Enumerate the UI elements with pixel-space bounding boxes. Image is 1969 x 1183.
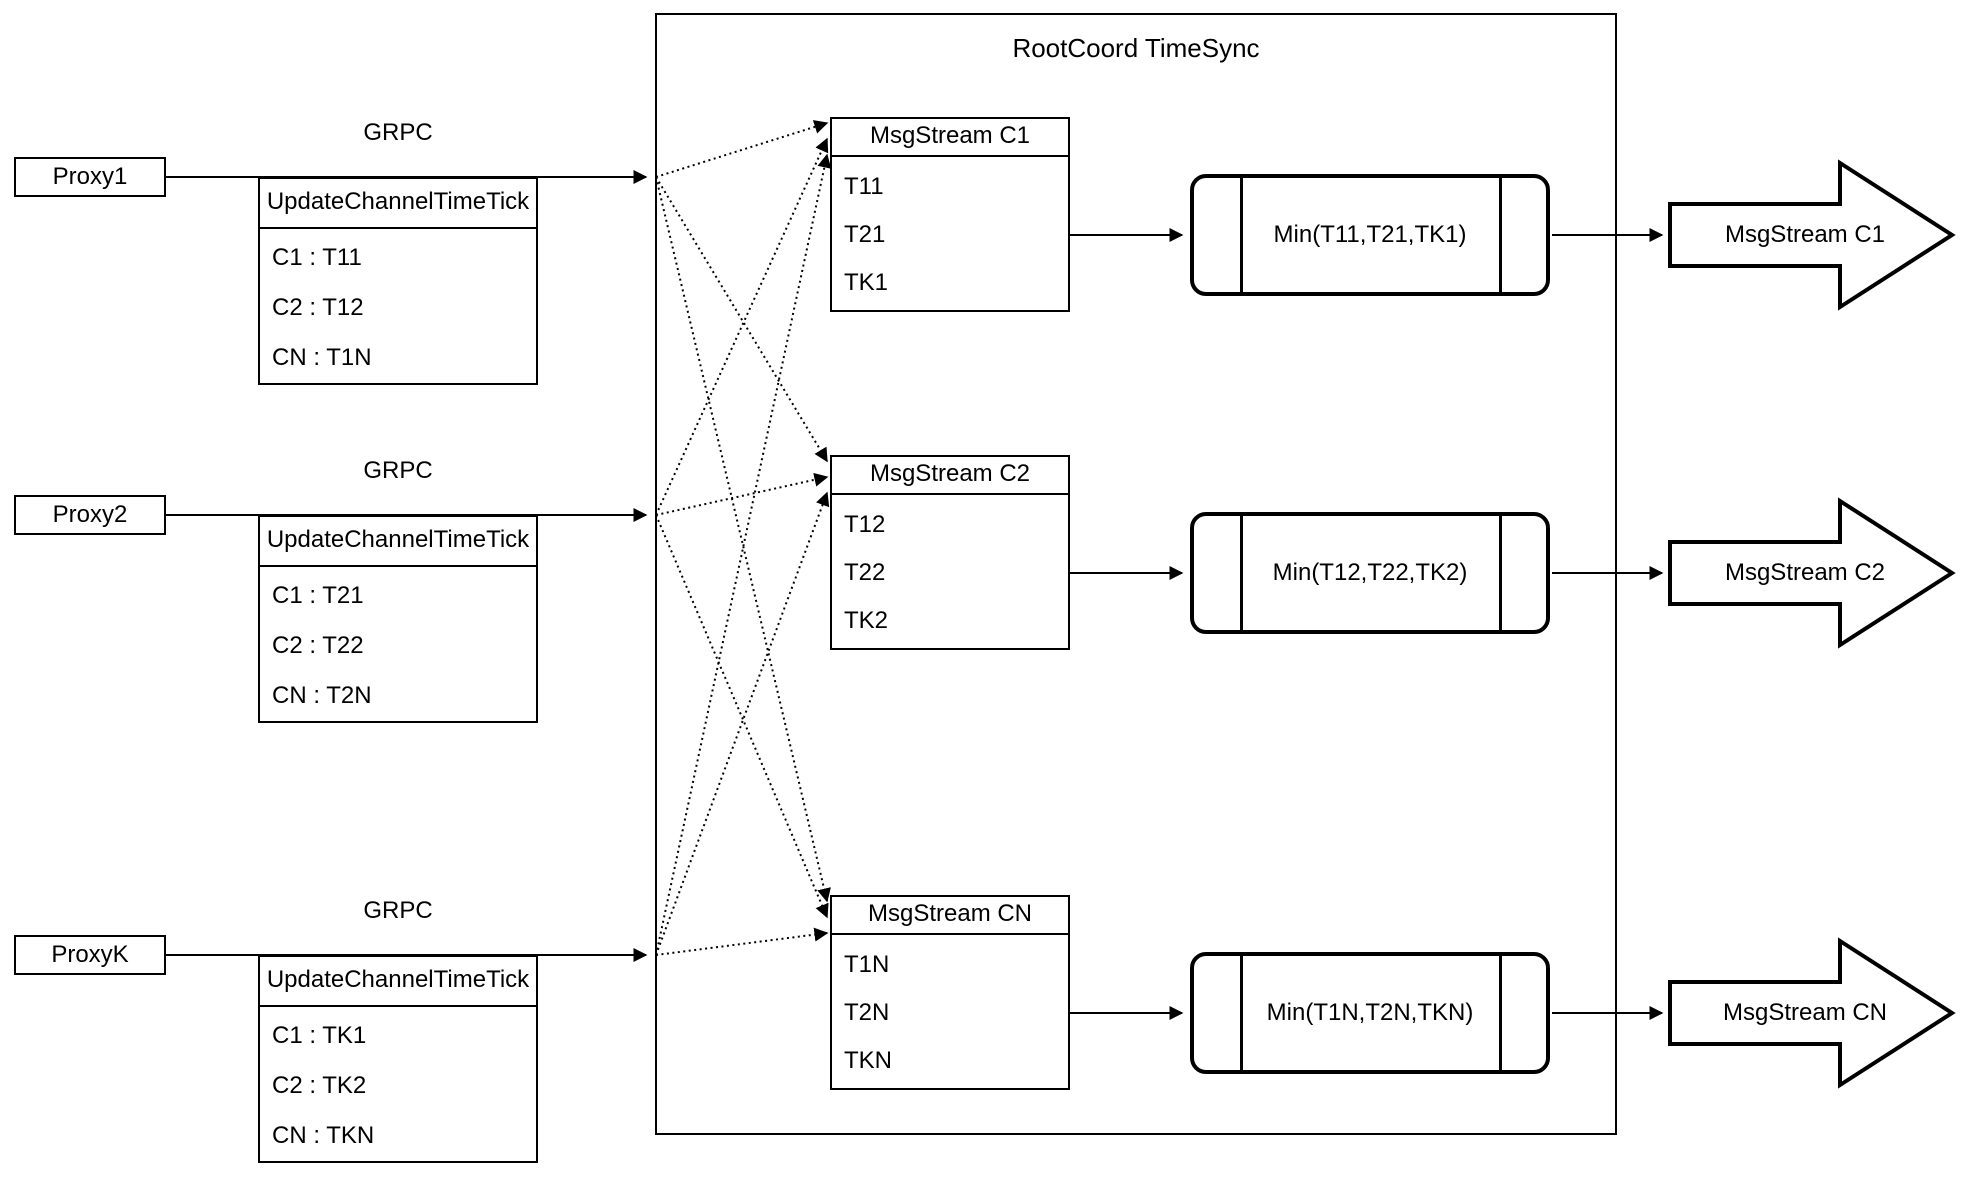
update-tick-table: UpdateChannelTimeTick C1 : T21 C2 : T22 … xyxy=(258,515,538,723)
table-header: UpdateChannelTimeTick xyxy=(260,517,536,567)
table-row: CN : TKN xyxy=(272,1122,375,1149)
grpc-label: GRPC xyxy=(363,119,433,146)
grpc-label: GRPC xyxy=(363,897,433,924)
table-header: MsgStream C2 xyxy=(832,457,1068,495)
min-box-divider xyxy=(1240,956,1243,1070)
msgstream-table: MsgStream CN T1N T2N TKN xyxy=(830,895,1070,1090)
min-box-divider xyxy=(1499,516,1502,630)
min-box: Min(T1N,T2N,TKN) xyxy=(1190,952,1550,1074)
min-box: Min(T11,T21,TK1) xyxy=(1190,174,1550,296)
table-row: T21 xyxy=(844,221,886,248)
table-row: C1 : TK1 xyxy=(272,1022,367,1049)
table-header: MsgStream C1 xyxy=(832,119,1068,157)
table-row: T11 xyxy=(844,173,884,200)
table-row: TK1 xyxy=(844,269,889,296)
min-label: Min(T11,T21,TK1) xyxy=(1273,221,1467,248)
min-box-divider xyxy=(1499,178,1502,292)
proxy-box: Proxy1 xyxy=(14,157,166,197)
msgstream-table: MsgStream C2 T12 T22 TK2 xyxy=(830,455,1070,650)
table-row: CN : T1N xyxy=(272,344,372,371)
table-header: UpdateChannelTimeTick xyxy=(260,957,536,1007)
output-arrow-label: MsgStream C1 xyxy=(1724,221,1886,248)
table-row: C2 : T12 xyxy=(272,294,364,321)
proxy-box: ProxyK xyxy=(14,935,166,975)
min-box-divider xyxy=(1240,516,1243,630)
table-header: UpdateChannelTimeTick xyxy=(260,179,536,229)
update-tick-table: UpdateChannelTimeTick C1 : TK1 C2 : TK2 … xyxy=(258,955,538,1163)
proxy-label: Proxy2 xyxy=(52,501,128,528)
rootcoord-title: RootCoord TimeSync xyxy=(1012,33,1260,63)
table-row: C2 : T22 xyxy=(272,632,364,659)
grpc-label: GRPC xyxy=(363,457,433,484)
min-label: Min(T1N,T2N,TKN) xyxy=(1266,999,1474,1026)
proxy-label: Proxy1 xyxy=(52,163,128,190)
table-header: MsgStream CN xyxy=(832,897,1068,935)
table-row: T12 xyxy=(844,511,886,538)
proxy-box: Proxy2 xyxy=(14,495,166,535)
table-row: C2 : TK2 xyxy=(272,1072,367,1099)
proxy-label: ProxyK xyxy=(51,941,129,968)
output-arrow-label: MsgStream C2 xyxy=(1724,559,1886,586)
update-tick-table: UpdateChannelTimeTick C1 : T11 C2 : T12 … xyxy=(258,177,538,385)
msgstream-table: MsgStream C1 T11 T21 TK1 xyxy=(830,117,1070,312)
output-arrow-label: MsgStream CN xyxy=(1722,999,1888,1026)
min-box-divider xyxy=(1499,956,1502,1070)
table-row: TK2 xyxy=(844,607,889,634)
table-row: TKN xyxy=(844,1047,892,1074)
min-box: Min(T12,T22,TK2) xyxy=(1190,512,1550,634)
table-row: C1 : T21 xyxy=(272,582,364,609)
table-row: T2N xyxy=(844,999,890,1026)
min-box-divider xyxy=(1240,178,1243,292)
table-row: C1 : T11 xyxy=(272,244,362,271)
table-row: CN : T2N xyxy=(272,682,372,709)
table-row: T22 xyxy=(844,559,886,586)
min-label: Min(T12,T22,TK2) xyxy=(1272,559,1468,586)
table-row: T1N xyxy=(844,951,890,978)
